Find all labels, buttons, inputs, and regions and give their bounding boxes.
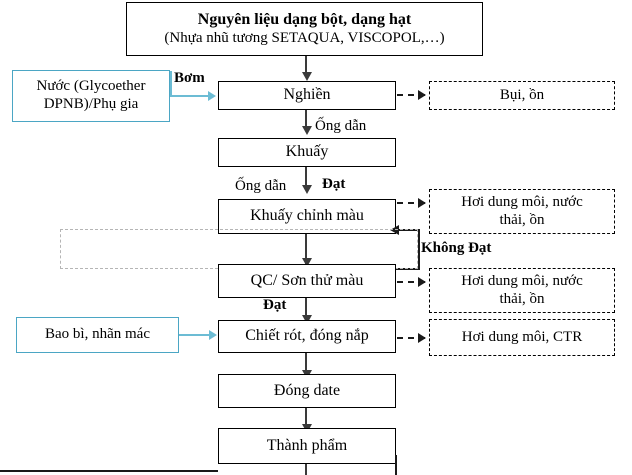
node-bui-on-label: Bụi, ồn bbox=[499, 86, 545, 103]
node-dong-date: Đóng date bbox=[218, 374, 396, 408]
label-ong-dan-1: Ống dẫn bbox=[315, 118, 367, 134]
node-nguyen-lieu-line2: (Nhựa nhũ tương SETAQUA, VISCOPOL,…) bbox=[164, 29, 445, 46]
connector-qc-chietrot bbox=[305, 298, 308, 320]
node-nghien: Nghiền bbox=[218, 81, 396, 110]
node-qc-son-thu-mau: QC/ Sơn thử màu bbox=[218, 264, 396, 298]
node-nghien-label: Nghiền bbox=[283, 86, 331, 104]
connector-dongdate-thanhpham bbox=[305, 408, 308, 429]
node-hoi-dung-moi-ctr-label: Hơi dung môi, CTR bbox=[461, 328, 583, 345]
node-khuay-chinh-mau: Khuấy chỉnh màu bbox=[218, 199, 396, 234]
arrowhead-chinhmau-hoi1 bbox=[418, 198, 426, 208]
arrowhead-bom bbox=[208, 91, 216, 101]
arrowhead-chietrot-ctr bbox=[418, 333, 426, 343]
label-ong-dan-2: Ống dẫn bbox=[235, 178, 287, 194]
node-nuoc-phu-gia-line2: DPNB)/Phụ gia bbox=[43, 96, 139, 112]
node-khuay: Khuấy bbox=[218, 138, 396, 167]
annotation-rect bbox=[60, 229, 418, 269]
connector-feedback-bottom bbox=[396, 268, 420, 271]
label-dat-2: Đạt bbox=[263, 297, 287, 313]
arrowhead-qc-chietrot bbox=[301, 315, 312, 324]
connector-feedback-top bbox=[397, 229, 419, 232]
node-hoi-dung-moi-2: Hơi dung môi, nước thải, ồn bbox=[429, 268, 615, 313]
node-hoi-dung-moi-2-line1: Hơi dung môi, nước bbox=[461, 272, 583, 289]
label-bom: Bơm bbox=[174, 70, 205, 86]
arrowhead-qc-hoi2 bbox=[418, 277, 426, 287]
arrowhead-nghien-bui bbox=[418, 90, 426, 100]
arrowhead-feedback bbox=[390, 225, 399, 235]
arrowhead-chinhmau-qc bbox=[301, 258, 312, 267]
arrowhead-nguyenlieu-nghien bbox=[301, 72, 312, 81]
connector-nghien-bui bbox=[397, 94, 425, 96]
connector-bottom-clipped-vertical bbox=[395, 455, 398, 475]
node-thanh-pham: Thành phẩm bbox=[218, 428, 396, 464]
node-khuay-chinh-mau-label: Khuấy chỉnh màu bbox=[250, 207, 364, 225]
node-dong-date-label: Đóng date bbox=[273, 381, 341, 399]
node-nuoc-phu-gia: Nước (Glycoether DPNB)/Phụ gia bbox=[12, 70, 170, 122]
node-bui-on: Bụi, ồn bbox=[429, 81, 615, 110]
node-chiet-rot: Chiết rót, đóng nắp bbox=[218, 320, 396, 353]
node-thanh-pham-label: Thành phẩm bbox=[266, 436, 348, 454]
node-khuay-label: Khuấy bbox=[285, 143, 329, 161]
connector-feedback-vertical bbox=[418, 229, 421, 270]
connector-bottom-clipped bbox=[0, 470, 218, 473]
node-bao-bi-label: Bao bì, nhãn mác bbox=[45, 326, 150, 343]
connector-bom-vertical bbox=[170, 71, 172, 96]
node-bao-bi: Bao bì, nhãn mác bbox=[16, 317, 179, 353]
label-khong-dat: Không Đạt bbox=[421, 240, 492, 256]
connector-thanhpham-next bbox=[305, 464, 308, 475]
connector-baobi-chietrot bbox=[179, 334, 212, 336]
connector-bom-horizontal bbox=[170, 95, 211, 97]
label-dat-1: Đạt bbox=[322, 176, 346, 192]
node-nguyen-lieu: Nguyên liệu dạng bột, dạng hạt (Nhựa nhũ… bbox=[126, 2, 483, 56]
node-hoi-dung-moi-2-line2: thải, ồn bbox=[499, 290, 545, 307]
connector-khuay-chinhmau bbox=[305, 167, 308, 190]
connector-chinhmau-hoi1 bbox=[397, 202, 425, 204]
node-nuoc-phu-gia-line1: Nước (Glycoether bbox=[36, 78, 146, 95]
node-hoi-dung-moi-1-line2: thải, ồn bbox=[499, 211, 545, 228]
arrowhead-nghien-khuay bbox=[301, 126, 312, 135]
node-nguyen-lieu-line1: Nguyên liệu dạng bột, dạng hạt bbox=[197, 10, 412, 28]
connector-nghien-khuay bbox=[305, 110, 308, 130]
node-hoi-dung-moi-1: Hơi dung môi, nước thải, ồn bbox=[429, 189, 615, 234]
arrowhead-khuay-chinhmau bbox=[301, 185, 312, 194]
node-hoi-dung-moi-ctr: Hơi dung môi, CTR bbox=[429, 319, 615, 356]
node-chiet-rot-label: Chiết rót, đóng nắp bbox=[245, 327, 369, 345]
connector-qc-hoi2 bbox=[397, 281, 425, 283]
arrowhead-baobi-chietrot bbox=[209, 330, 217, 340]
connector-chietrot-ctr bbox=[397, 337, 425, 339]
node-qc-son-thu-mau-label: QC/ Sơn thử màu bbox=[250, 271, 364, 289]
connector-chietrot-dongdate bbox=[305, 353, 308, 375]
connector-nguyenlieu-nghien bbox=[305, 56, 308, 73]
node-hoi-dung-moi-1-line1: Hơi dung môi, nước bbox=[461, 193, 583, 210]
connector-chinhmau-qc bbox=[305, 234, 308, 264]
